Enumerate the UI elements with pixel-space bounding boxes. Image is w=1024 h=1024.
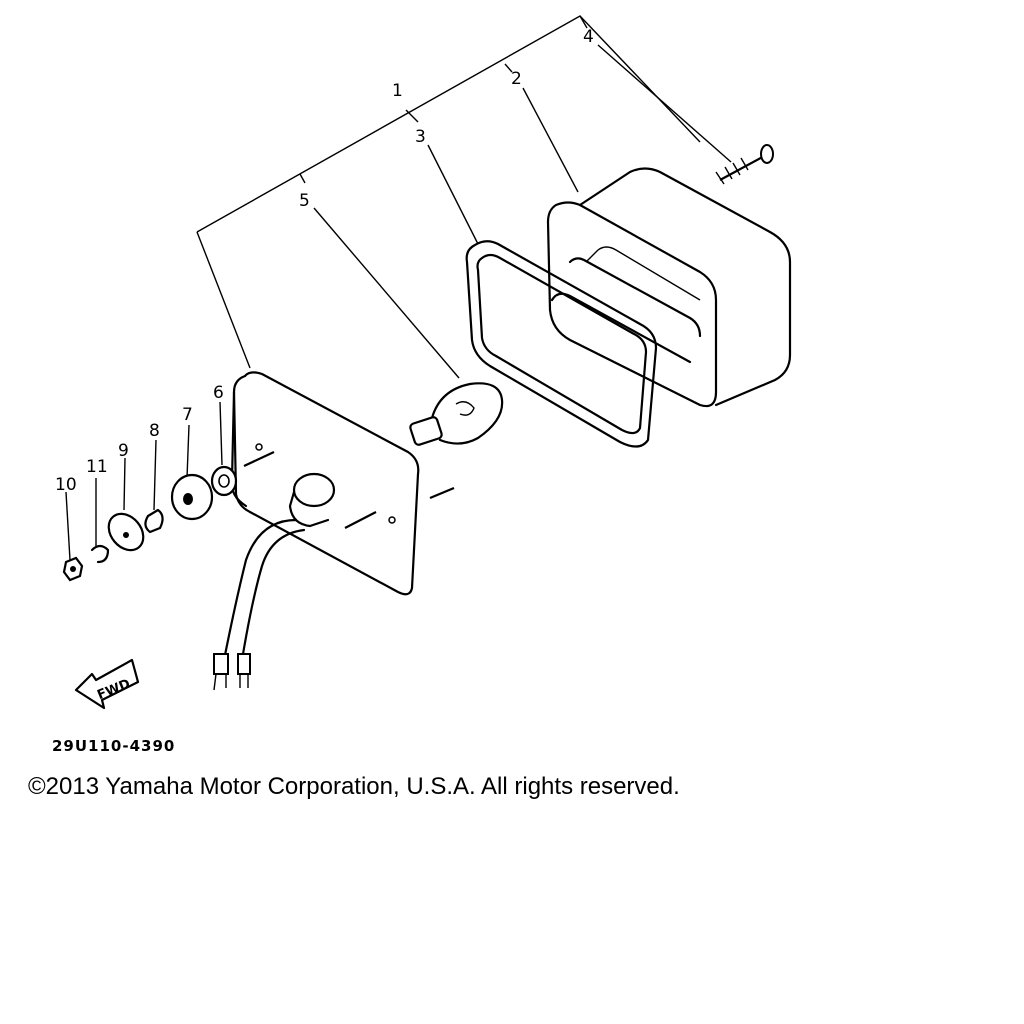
callout-11: 11: [86, 457, 108, 477]
copyright-notice: ©2013 Yamaha Motor Corporation, U.S.A. A…: [28, 773, 680, 800]
small-hardware: [62, 465, 238, 582]
fwd-label: FWD: [95, 677, 132, 704]
gasket-part: [465, 240, 658, 448]
screw-part: [715, 144, 774, 185]
lens-housing-part: [546, 167, 792, 408]
forward-direction-arrow-icon: FWD: [74, 658, 140, 710]
bulb-part: [409, 382, 504, 446]
callout-numbers: 1 2 3 4 5 6 7 8 9 10 11: [55, 27, 594, 495]
callout-3: 3: [415, 127, 426, 147]
leader-lines: [65, 15, 732, 561]
callout-8: 8: [149, 421, 160, 441]
lamp-base-part: [213, 371, 455, 691]
callout-4: 4: [583, 27, 594, 47]
callout-10: 10: [55, 475, 77, 495]
callout-6: 6: [213, 383, 224, 403]
callout-7: 7: [182, 405, 193, 425]
callout-5: 5: [299, 191, 310, 211]
drawing-code: 29U110-4390: [52, 737, 176, 755]
callout-1: 1: [392, 81, 403, 101]
callout-9: 9: [118, 441, 129, 461]
callout-2: 2: [511, 69, 522, 89]
